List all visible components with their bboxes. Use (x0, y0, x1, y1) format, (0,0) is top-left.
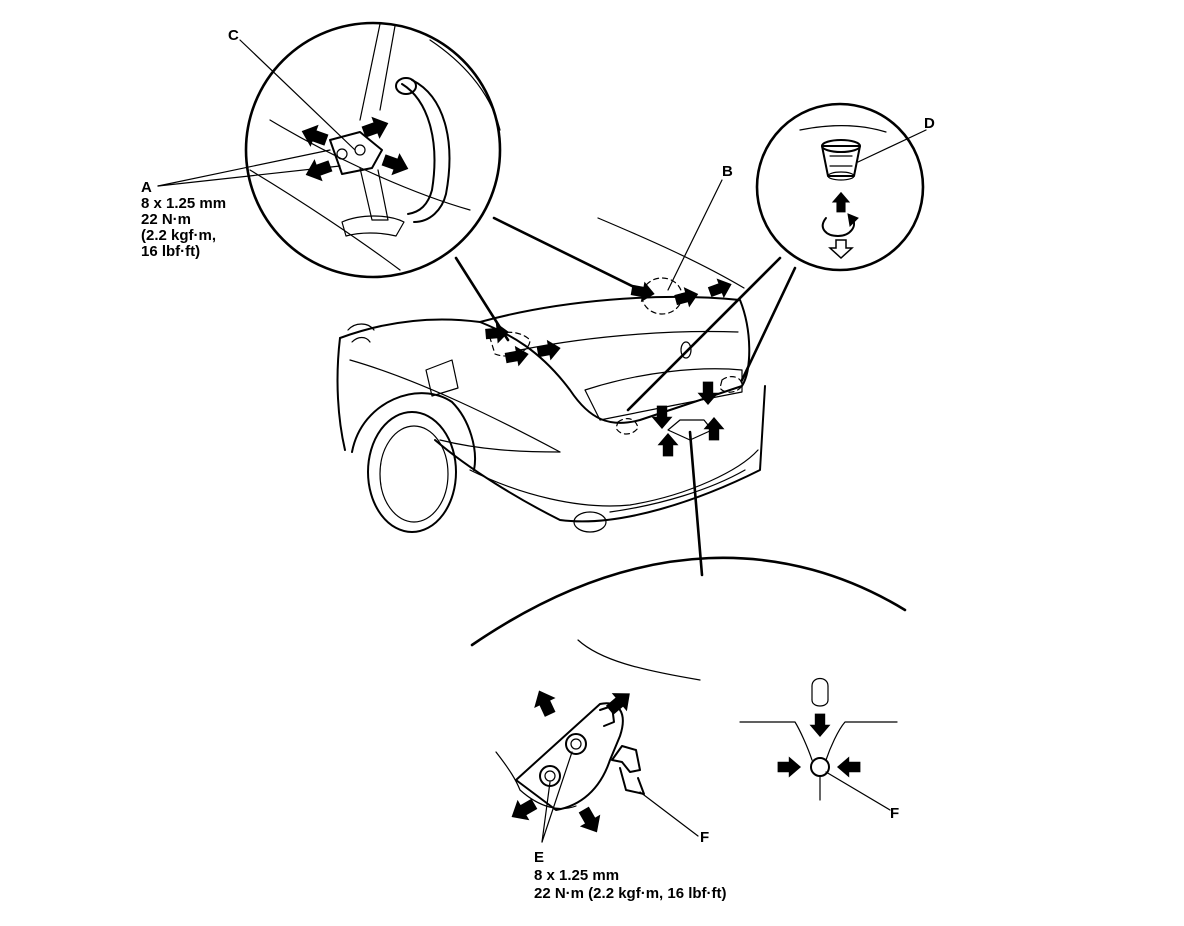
solid-arrow-icon (574, 804, 607, 838)
solid-arrow-icon (379, 149, 412, 180)
solid-arrow-icon (298, 120, 331, 151)
label-e-spec-torque: 22 N·m (2.2 kgf·m, 16 lbf·ft) (534, 885, 727, 902)
callout-labels: A 8 x 1.25 mm 22 N·m (2.2 kgf·m, 16 lbf·… (141, 27, 935, 902)
label-a-spec-lbf: 16 lbf·ft) (141, 243, 200, 260)
leader-lines (157, 39, 927, 843)
solid-arrow-icon (529, 686, 561, 720)
hollow-arrow-icon (828, 239, 854, 260)
detail-circle-hinge (244, 21, 502, 279)
label-a-spec-torque: 22 N·m (141, 211, 191, 228)
label-c: C (228, 27, 239, 44)
solid-arrow-icon (698, 381, 718, 405)
label-f-right: F (890, 805, 899, 822)
solid-arrow-icon (302, 155, 335, 186)
solid-arrow-icon (777, 757, 801, 777)
car-rear-view (336, 217, 766, 533)
solid-arrow-icon (503, 344, 531, 368)
label-e-spec-size: 8 x 1.25 mm (534, 867, 619, 884)
label-d: D (924, 115, 935, 132)
solid-arrow-icon (658, 433, 678, 457)
solid-arrow-icon (629, 280, 657, 304)
detail-circle-clip (755, 102, 925, 272)
label-e: E (534, 849, 544, 866)
rotate-arrow-icon (821, 217, 856, 237)
solid-arrow-icon (602, 685, 637, 719)
label-b: B (722, 163, 733, 180)
solid-arrow-icon (673, 284, 701, 310)
label-a: A (141, 179, 152, 196)
solid-arrow-icon (837, 757, 861, 777)
label-a-spec-size: 8 x 1.25 mm (141, 195, 226, 212)
solid-arrow-icon (359, 112, 392, 143)
label-a-spec-kgf: (2.2 kgf·m, (141, 227, 216, 244)
solid-arrow-icon (810, 713, 830, 737)
solid-arrow-icon (832, 192, 850, 213)
trunk-arrows (484, 274, 735, 457)
solid-arrow-icon (704, 417, 724, 441)
bolt-icon (565, 733, 587, 755)
detail-section-striker (470, 556, 907, 838)
solid-arrow-icon (506, 794, 540, 827)
label-f-left: F (700, 829, 709, 846)
